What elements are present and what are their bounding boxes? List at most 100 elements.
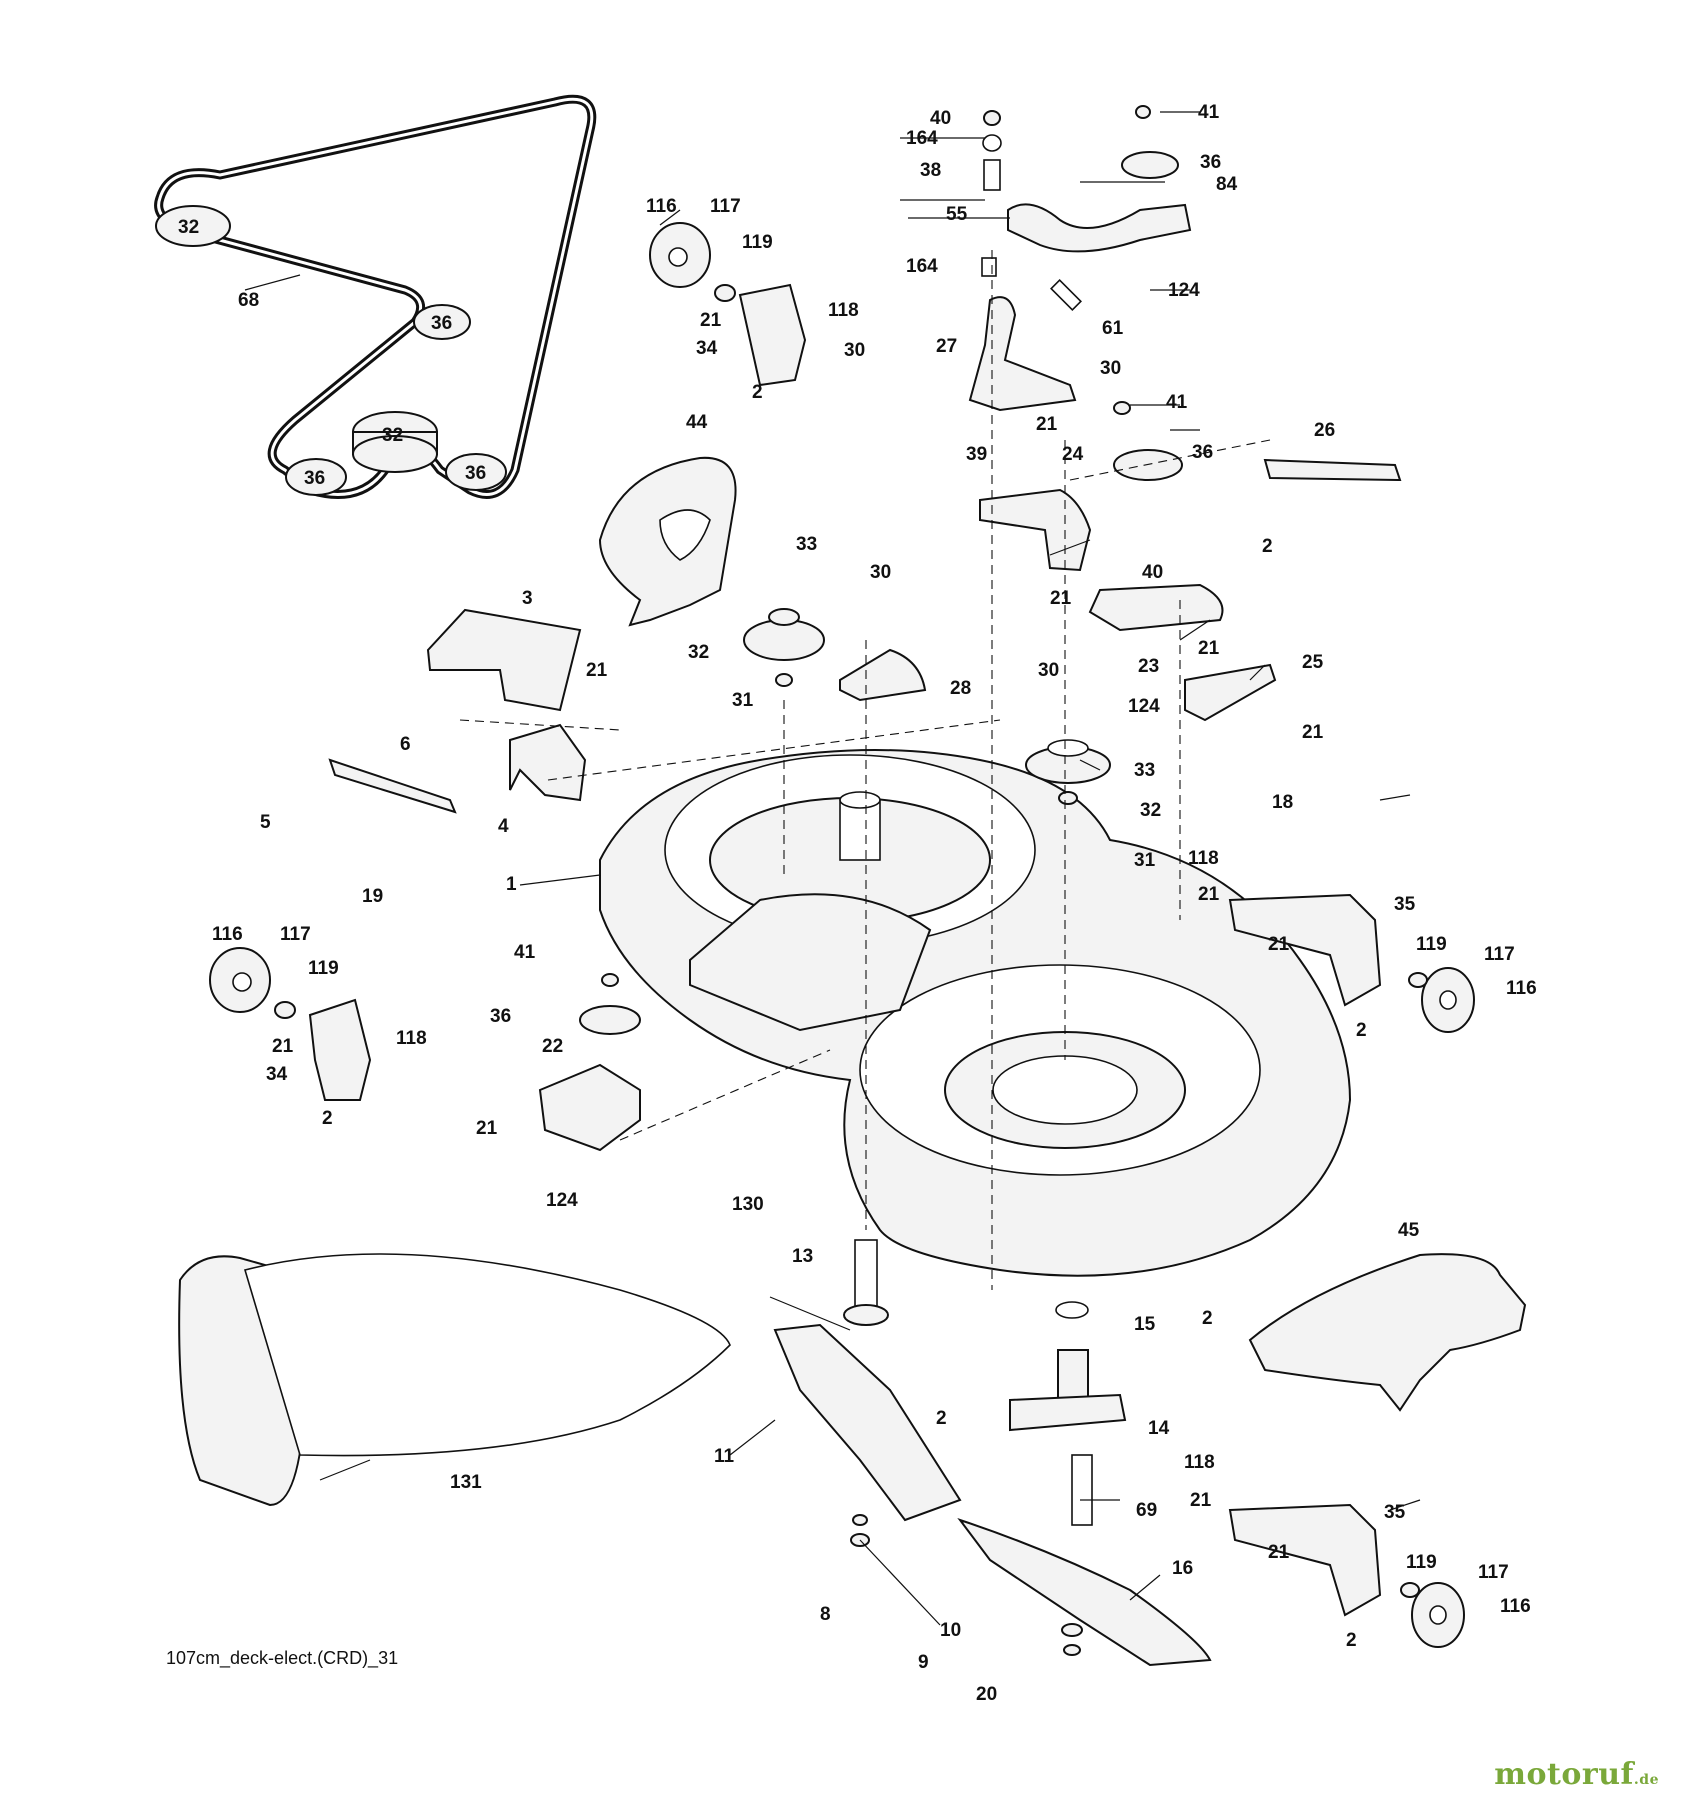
callout-21: 21 — [1302, 722, 1324, 743]
callout-36: 36 — [1200, 152, 1221, 173]
callout-116: 116 — [1500, 1596, 1531, 1617]
callout-leaders — [244, 111, 1421, 1626]
callout-2: 2 — [1202, 1308, 1213, 1329]
callout-31: 31 — [732, 690, 754, 711]
wheel-bracket-mid-right — [1228, 893, 1475, 1033]
assembly-guide-lines — [459, 250, 1271, 1290]
drive-belt-assembly: 32 36 32 36 36 — [154, 94, 597, 499]
watermark-tld: .de — [1633, 1772, 1659, 1788]
callout-61: 61 — [1102, 318, 1124, 339]
belt-pulley-label: 32 — [382, 425, 403, 446]
callout-131: 131 — [450, 1472, 482, 1493]
callout-124: 124 — [1128, 696, 1160, 717]
callout-68: 68 — [238, 290, 259, 311]
watermark-name: motoruf — [1494, 1757, 1634, 1792]
belt-pulley-lower-center: 32 — [352, 411, 438, 473]
idler-arm-assembly — [968, 105, 1402, 805]
callout-117: 117 — [1478, 1562, 1509, 1583]
callout-119: 119 — [1416, 934, 1447, 955]
callout-21: 21 — [1198, 884, 1220, 905]
callout-16: 16 — [1172, 1558, 1193, 1579]
wheel-bracket-mid-left — [209, 947, 372, 1101]
callout-36: 36 — [1192, 442, 1213, 463]
callout-124: 124 — [1168, 280, 1200, 301]
belt-pulley-bottom-right: 36 — [445, 453, 507, 491]
callout-26: 26 — [1314, 420, 1335, 441]
belt-pulley-middle: 36 — [413, 304, 471, 340]
callout-119: 119 — [742, 232, 773, 253]
callout-15: 15 — [1134, 1314, 1156, 1335]
watermark-logo: motoruf.de — [1494, 1757, 1659, 1792]
belt-pulley-bottom-left: 36 — [285, 458, 347, 496]
callout-30: 30 — [870, 562, 891, 583]
callout-27: 27 — [936, 336, 957, 357]
callout-116: 116 — [1506, 978, 1537, 999]
diagram-code-label: 107cm_deck-elect.(CRD)_31 — [166, 1648, 399, 1668]
callout-119: 119 — [308, 958, 339, 979]
callout-2: 2 — [936, 1408, 947, 1429]
callout-33: 33 — [796, 534, 817, 555]
belt-pulley-label: 36 — [304, 468, 325, 489]
callout-labels: 40 41 164 36 38 84 55 164 124 61 68 116 … — [212, 102, 1537, 1705]
callout-22: 22 — [542, 1036, 563, 1057]
callout-25: 25 — [1302, 652, 1324, 673]
callout-3: 3 — [522, 588, 533, 609]
callout-118: 118 — [396, 1028, 427, 1049]
callout-21: 21 — [700, 310, 722, 331]
callout-24: 24 — [1062, 444, 1084, 465]
callout-1: 1 — [506, 874, 517, 895]
callout-33: 33 — [1134, 760, 1155, 781]
callout-32: 32 — [688, 642, 709, 663]
spindle-cover — [1248, 1253, 1527, 1412]
callout-34: 34 — [266, 1064, 288, 1085]
callout-164: 164 — [906, 128, 938, 149]
callout-21: 21 — [1050, 588, 1072, 609]
callout-41: 41 — [1166, 392, 1188, 413]
callout-18: 18 — [1272, 792, 1293, 813]
callout-40: 40 — [1142, 562, 1163, 583]
callout-84: 84 — [1216, 174, 1238, 195]
callout-30: 30 — [1038, 660, 1059, 681]
callout-41: 41 — [1198, 102, 1220, 123]
callout-21: 21 — [272, 1036, 294, 1057]
callout-2: 2 — [1356, 1020, 1367, 1041]
callout-2: 2 — [752, 382, 763, 403]
callout-55: 55 — [946, 204, 968, 225]
callout-19: 19 — [362, 886, 383, 907]
callout-118: 118 — [828, 300, 859, 321]
callout-21: 21 — [1268, 1542, 1290, 1563]
wheel-bracket-top-left — [649, 222, 807, 387]
belt-guard — [598, 456, 737, 627]
callout-21: 21 — [1190, 1490, 1212, 1511]
callout-10: 10 — [940, 1620, 961, 1641]
callout-2: 2 — [322, 1108, 333, 1129]
belt-pulley-label: 32 — [178, 217, 199, 238]
mower-deck-housing — [599, 749, 1352, 1277]
callout-21: 21 — [1198, 638, 1220, 659]
callout-30: 30 — [1100, 358, 1121, 379]
callout-41: 41 — [514, 942, 536, 963]
callout-119: 119 — [1406, 1552, 1437, 1573]
callout-45: 45 — [1398, 1220, 1420, 1241]
belt-pulley-label: 36 — [465, 463, 486, 484]
belt-pulley-label: 36 — [431, 313, 452, 334]
discharge-chute — [178, 1253, 731, 1507]
callout-34: 34 — [696, 338, 718, 359]
callout-28: 28 — [950, 678, 971, 699]
callout-69: 69 — [1136, 1500, 1157, 1521]
callout-6: 6 — [400, 734, 411, 755]
callout-35: 35 — [1384, 1502, 1406, 1523]
callout-21: 21 — [586, 660, 608, 681]
callout-2: 2 — [1346, 1630, 1357, 1651]
callout-21: 21 — [1268, 934, 1290, 955]
callout-4: 4 — [498, 816, 509, 837]
callout-116: 116 — [212, 924, 243, 945]
callout-20: 20 — [976, 1684, 997, 1705]
wheel-bracket-bottom-right — [1228, 1503, 1465, 1648]
callout-5: 5 — [260, 812, 271, 833]
callout-23: 23 — [1138, 656, 1159, 677]
callout-9: 9 — [918, 1652, 929, 1673]
callout-164: 164 — [906, 256, 938, 277]
left-bracket-assembly — [328, 608, 927, 1152]
